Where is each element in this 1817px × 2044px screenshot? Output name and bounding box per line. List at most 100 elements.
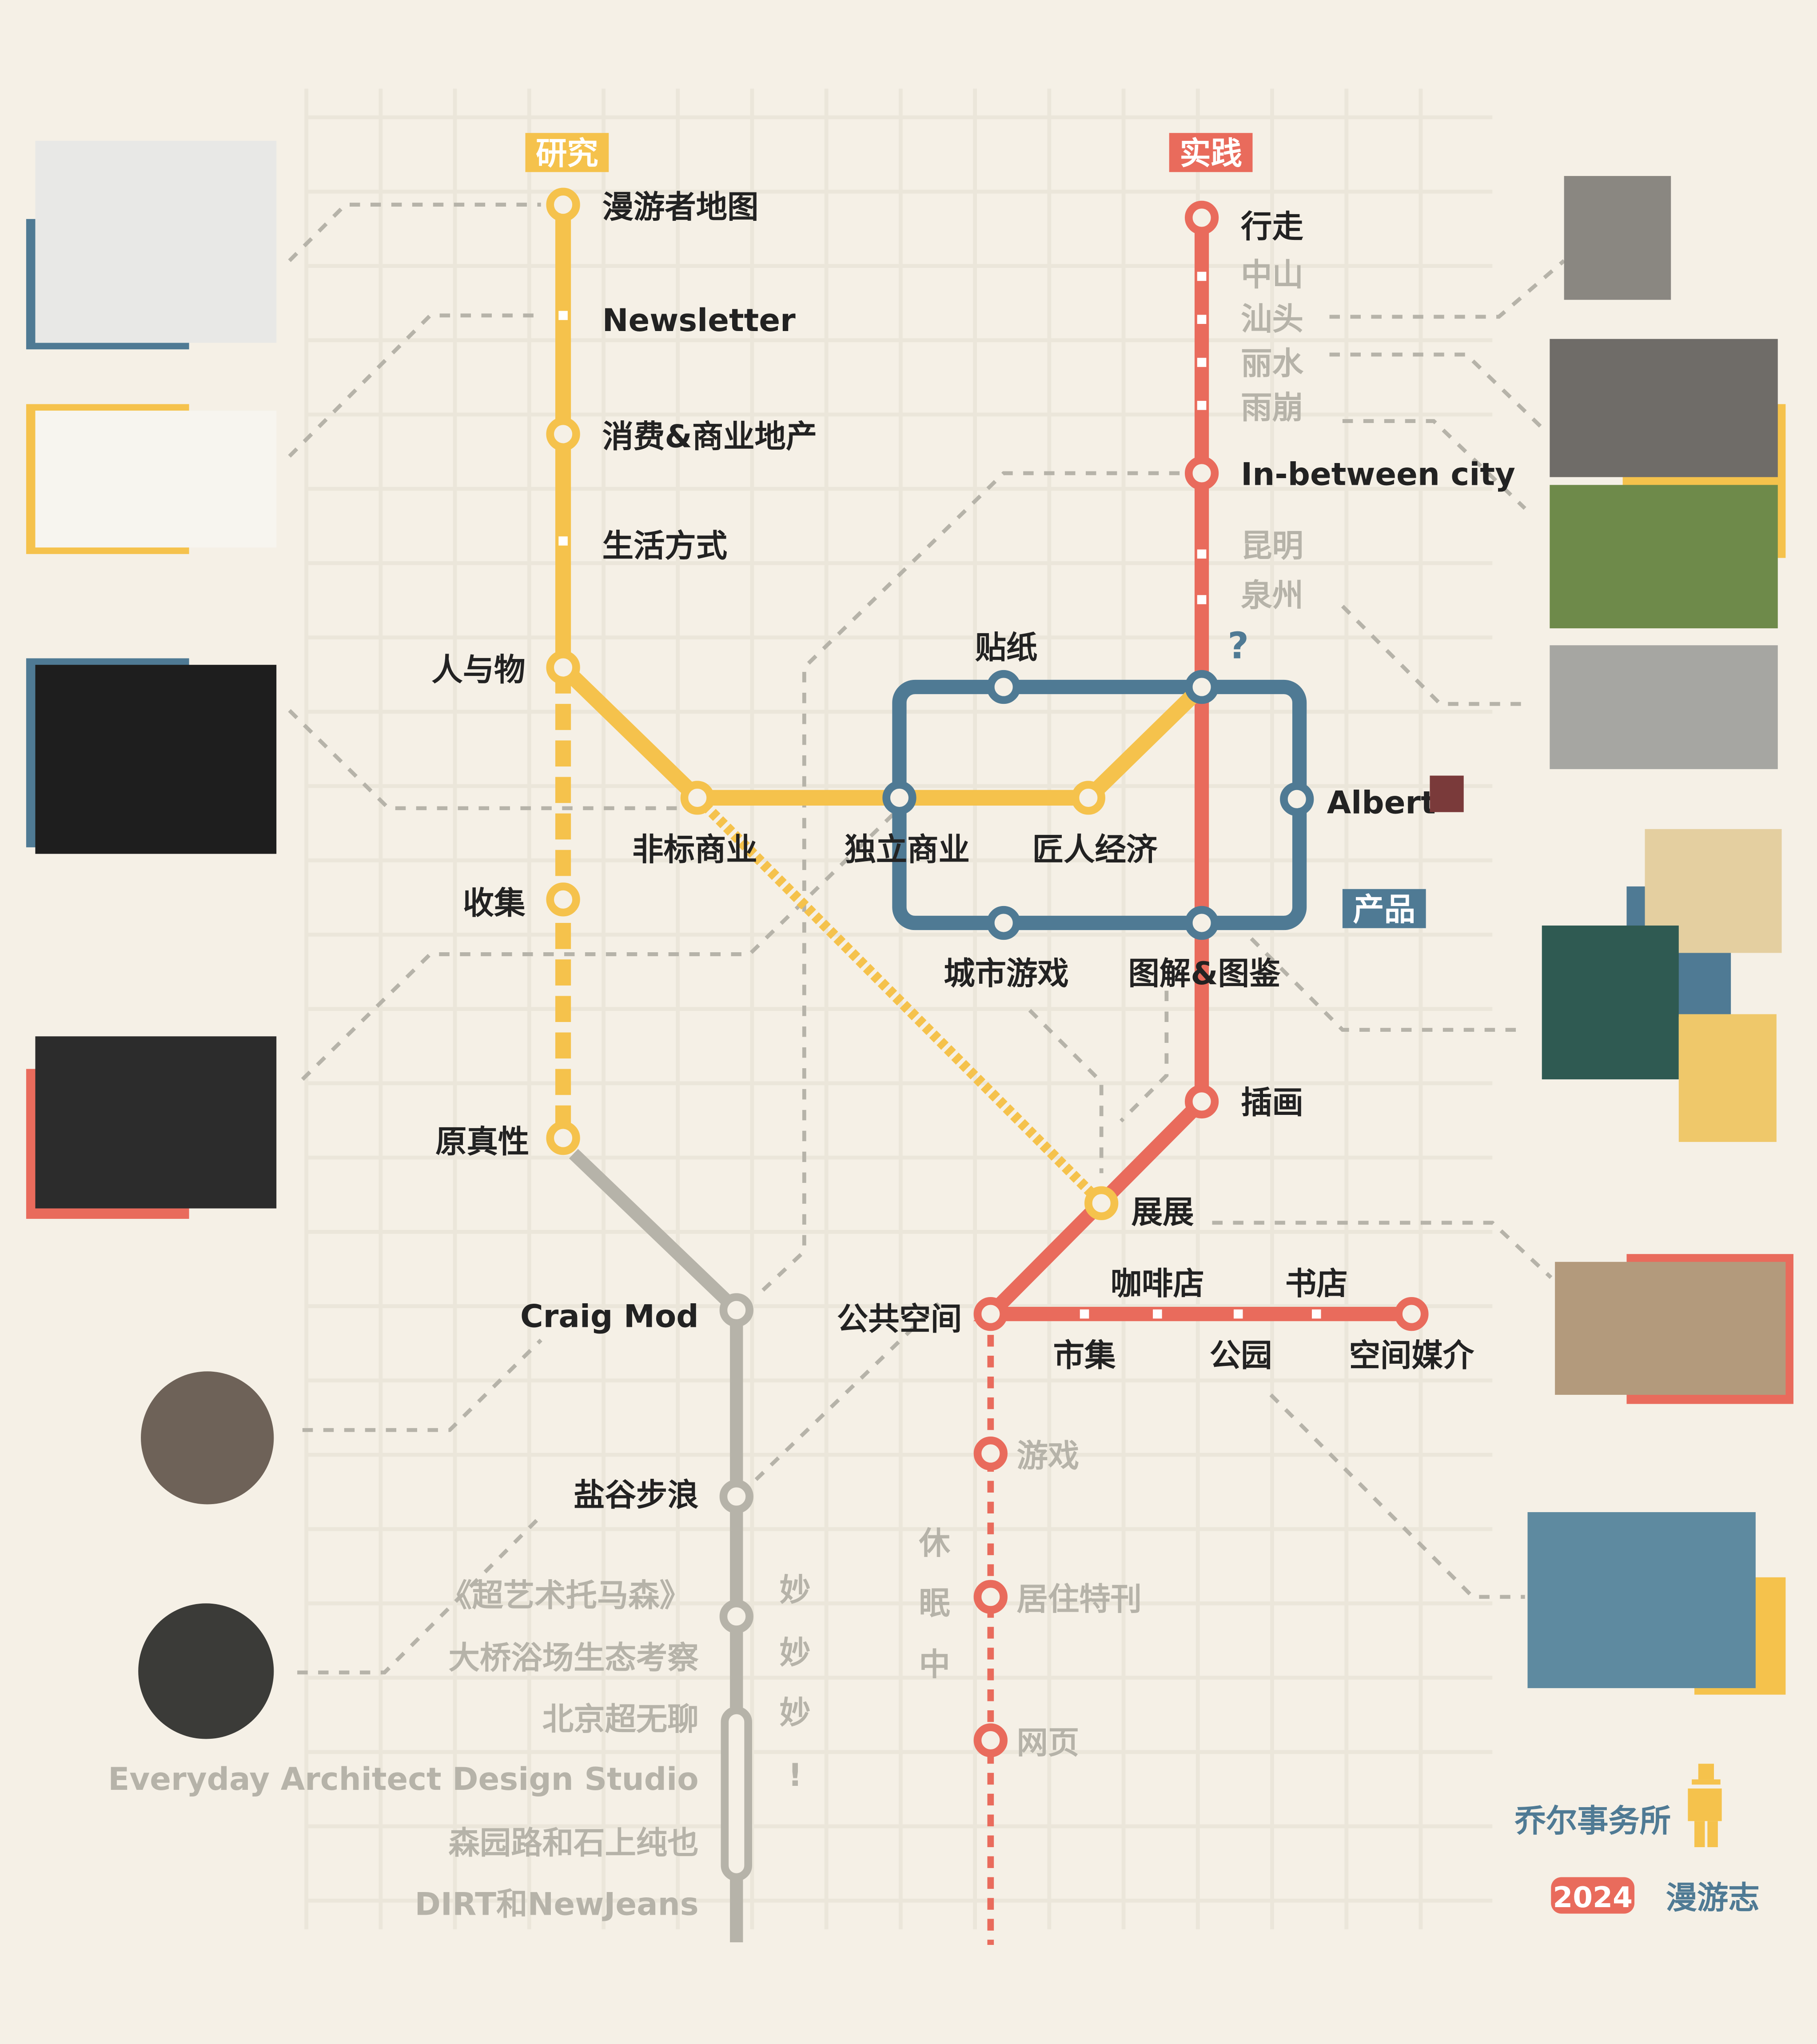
year-badge: 2024 (1553, 1881, 1633, 1914)
leader-lines (288, 203, 1566, 1675)
manhole-photo (1550, 339, 1778, 477)
label-independent: 独立商业 (845, 831, 970, 868)
station-marker[interactable] (1184, 456, 1219, 491)
station-marker[interactable] (882, 781, 916, 815)
label-space-media: 空间媒介 (1349, 1337, 1474, 1373)
mark-3: 妙 (780, 1694, 811, 1731)
minor-stop-marker (1197, 358, 1207, 367)
label-people-things: 人与物 (431, 651, 525, 688)
label-dormant-3: 中 (919, 1646, 950, 1683)
label-hyperart: 《超艺术托马森》 (441, 1577, 691, 1613)
research-line (555, 204, 1207, 1207)
label-beijing-boring: 北京超无聊 (542, 1701, 699, 1737)
question-mark-icon: ? (1227, 625, 1249, 667)
minor-stop-marker (1311, 1309, 1321, 1319)
station-marker[interactable] (973, 1580, 1008, 1614)
label-lishui: 丽水 (1241, 345, 1303, 382)
label-illustration: 插画 (1241, 1084, 1303, 1121)
crowd-photo (1550, 645, 1778, 769)
label-yubeng: 雨崩 (1241, 390, 1303, 426)
label-newsletter: Newsletter (602, 302, 796, 339)
objects-grid-image (35, 665, 277, 854)
minor-stop-marker (1233, 1309, 1243, 1319)
station-marker[interactable] (1184, 670, 1219, 704)
label-exhibition: 展展 (1132, 1194, 1194, 1230)
station-marker[interactable] (680, 781, 714, 815)
label-quanzhou: 泉州 (1241, 577, 1303, 614)
station-marker[interactable] (1280, 782, 1314, 816)
stamps-image (1527, 1512, 1756, 1689)
label-dirt-newjeans: DIRT和NewJeans (414, 1886, 698, 1923)
minor-stop-marker (1153, 1309, 1162, 1319)
shiotani-avatar (138, 1603, 274, 1739)
label-market: 市集 (1053, 1337, 1116, 1373)
stations (546, 188, 1429, 1757)
label-commerce: 消费&商业地产 (602, 418, 817, 455)
station-marker[interactable] (1184, 906, 1219, 940)
label-everyday-architect: Everyday Architect Design Studio (108, 1761, 698, 1797)
label-webpage: 网页 (1016, 1725, 1079, 1761)
tag-practice: 实践 (1179, 136, 1242, 172)
station-marker[interactable] (546, 882, 580, 917)
label-zhongshan: 中山 (1241, 256, 1303, 293)
label-shantou: 汕头 (1241, 301, 1303, 337)
label-sticker: 贴纸 (975, 630, 1038, 666)
wanderer-map-image (35, 140, 277, 343)
label-public-space: 公共空间 (837, 1301, 962, 1337)
mark-4: ! (788, 1757, 802, 1793)
city-illustration-image (1550, 485, 1778, 629)
station-marker[interactable] (546, 650, 580, 685)
label-bath-ecology: 大桥浴场生态考察 (449, 1640, 699, 1676)
label-wanderer-map: 漫游者地图 (602, 189, 759, 225)
label-collect: 收集 (463, 885, 526, 922)
craig-mod-avatar (141, 1371, 274, 1505)
station-marker[interactable] (973, 1723, 1008, 1757)
station-marker[interactable] (987, 906, 1021, 940)
station-marker[interactable] (546, 188, 580, 222)
station-shiotani[interactable] (719, 1479, 753, 1513)
station-marker[interactable] (1184, 200, 1219, 235)
label-dormant-2: 眠 (919, 1585, 950, 1621)
tag-product: 产品 (1353, 891, 1415, 928)
walking-man-icon (1688, 1764, 1722, 1848)
station-marker[interactable] (1395, 1297, 1429, 1331)
minor-stop-marker (558, 311, 568, 320)
station-marker[interactable] (1071, 781, 1105, 815)
label-cafe: 咖啡店 (1111, 1266, 1204, 1302)
minor-stop-marker (1197, 401, 1207, 410)
station-marker[interactable] (973, 1297, 1008, 1331)
label-inbetween-city: In-between city (1241, 456, 1515, 492)
station-marker[interactable] (546, 417, 580, 451)
label-city-game: 城市游戏 (944, 955, 1069, 992)
minor-stop-marker (1197, 595, 1207, 604)
label-lifestyle: 生活方式 (602, 528, 728, 564)
label-dormant-1: 休 (918, 1525, 950, 1561)
label-morita-ishigami: 森园路和石上纯也 (449, 1825, 699, 1861)
label-bookstore: 书店 (1285, 1266, 1348, 1302)
people-line (569, 1149, 753, 1943)
label-diagrams: 图解&图鉴 (1128, 955, 1281, 992)
collection-map-image (35, 1036, 277, 1209)
label-shiotani: 盐谷步浪 (574, 1477, 699, 1513)
label-kunming: 昆明 (1241, 528, 1303, 564)
station-marker[interactable] (546, 1121, 580, 1155)
station-marker[interactable] (987, 670, 1021, 704)
zine-title: 漫游志 (1666, 1880, 1760, 1916)
minor-stop-marker (1197, 271, 1207, 281)
station-marker[interactable] (973, 1436, 1008, 1471)
mark-1: 妙 (780, 1572, 811, 1609)
commerce-cards-image (35, 411, 277, 548)
minor-stop-marker (1080, 1309, 1089, 1319)
label-game: 游戏 (1016, 1437, 1079, 1474)
label-living-issue: 居住特刊 (1016, 1581, 1142, 1617)
label-craig-mod: Craig Mod (520, 1298, 699, 1334)
station-marker[interactable] (1184, 1084, 1219, 1119)
picture-thumbnails (26, 140, 1793, 1739)
minor-stop-marker (1197, 315, 1207, 324)
tag-research: 研究 (536, 136, 598, 172)
station-marker[interactable] (1084, 1186, 1119, 1220)
station-craig-mod[interactable] (719, 1293, 753, 1327)
minor-stop-marker (1197, 549, 1207, 559)
manhole-icon-image (1564, 176, 1671, 300)
